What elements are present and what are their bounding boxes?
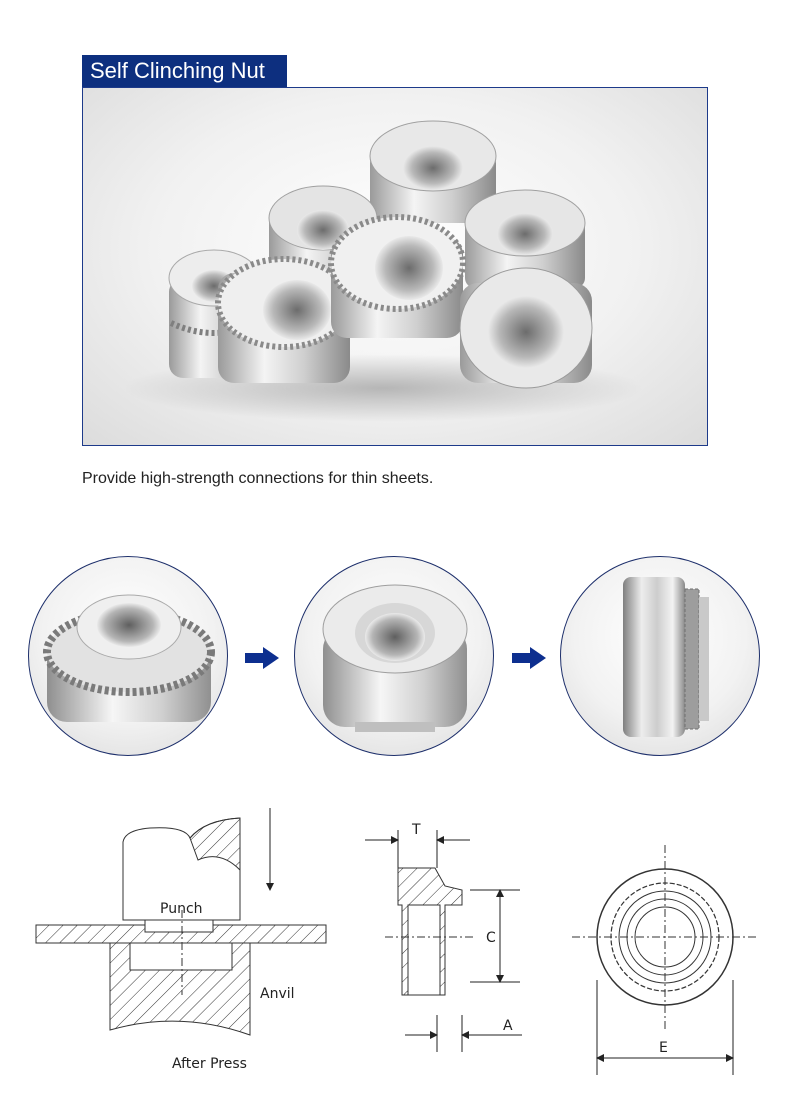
technical-drawings: Punch Anvil After Press T C A bbox=[35, 808, 758, 1075]
arrow-right-icon bbox=[245, 647, 279, 669]
dim-e-label: E bbox=[659, 1040, 668, 1056]
page-title: Self Clinching Nut bbox=[82, 55, 287, 87]
nut-section-diagram: T C A bbox=[365, 822, 522, 1052]
dim-c-label: C bbox=[486, 930, 496, 946]
dim-a-label: A bbox=[503, 1018, 513, 1034]
caption-text: Provide high-strength connections for th… bbox=[82, 470, 434, 487]
anvil-label: Anvil bbox=[260, 986, 295, 1002]
nut-front-center bbox=[328, 214, 466, 338]
dim-t-label: T bbox=[411, 822, 421, 838]
nut-back-top bbox=[369, 120, 497, 223]
nut-photo-flange bbox=[294, 556, 494, 756]
after-press-label: After Press bbox=[172, 1056, 247, 1072]
nut-photo-side bbox=[560, 556, 760, 756]
nut-back-right bbox=[464, 189, 586, 288]
nut-front-center-left bbox=[215, 256, 353, 383]
punch-label: Punch bbox=[160, 901, 203, 917]
nut-top-view-diagram: E bbox=[572, 845, 758, 1075]
nut-front-right bbox=[459, 267, 593, 389]
hero-product-photo bbox=[82, 87, 708, 446]
press-diagram: Punch Anvil After Press bbox=[35, 808, 327, 1072]
arrow-right-icon bbox=[512, 647, 546, 669]
nut-photo-knurled bbox=[28, 556, 228, 756]
